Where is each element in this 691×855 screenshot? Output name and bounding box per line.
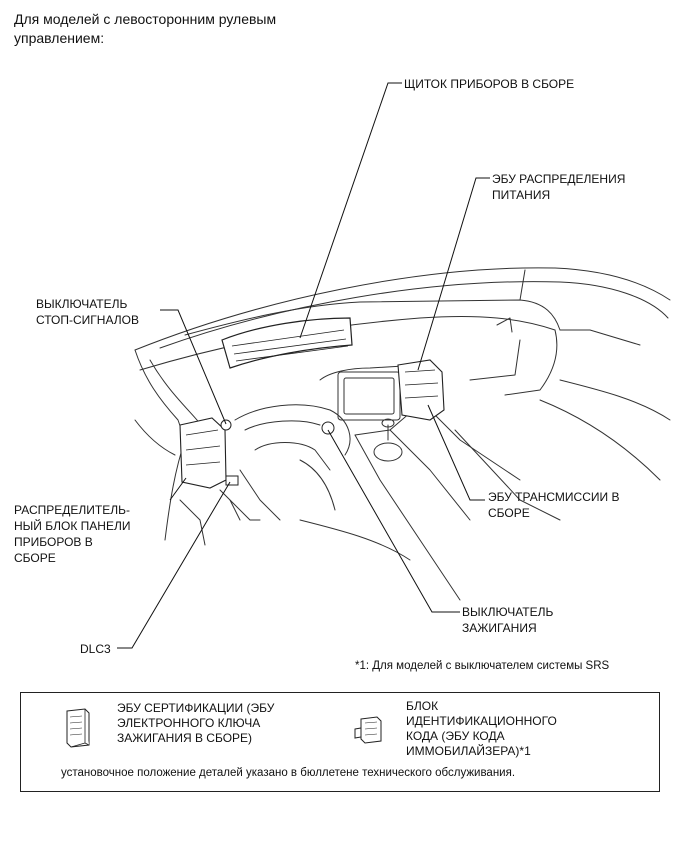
leader-stop-switch [160, 309, 227, 425]
center-display [337, 371, 401, 421]
left-pillar [134, 349, 186, 541]
label-stop-switch: ВЫКЛЮЧАТЕЛЬ СТОП-СИГНАЛОВ [36, 296, 139, 328]
steering-area [234, 404, 351, 456]
legend-immo-line-3: КОДА (ЭБУ КОДА [406, 729, 505, 743]
leader-junction [169, 477, 187, 501]
heading-line-2: управлением: [14, 30, 105, 46]
legend-immo-line-4: ИММОБИЛАЙЗЕРА)*1 [406, 744, 531, 758]
dash-upper [184, 299, 561, 336]
leader-meter [299, 82, 402, 339]
label-transmission-ecu: ЭБУ ТРАНСМИССИИ В СБОРЕ [488, 489, 619, 521]
label-power-ecu-line-2: ПИТАНИЯ [492, 188, 551, 202]
legend-box: ЭБУ СЕРТИФИКАЦИИ (ЭБУ ЭЛЕКТРОННОГО КЛЮЧА… [20, 692, 660, 792]
heading-line-1: Для моделей с левосторонним рулевым [14, 11, 277, 27]
label-power-ecu-line-1: ЭБУ РАСПРЕДЕЛЕНИЯ [492, 172, 626, 186]
label-ignition-switch: ВЫКЛЮЧАТЕЛЬ ЗАЖИГАНИЯ [462, 604, 553, 636]
leader-transmission [427, 404, 485, 501]
label-junction-line-4: СБОРЕ [14, 551, 56, 565]
legend-immo-line-1: БЛОК [406, 699, 439, 713]
label-junction-block: РАСПРЕДЕЛИТЕЛЬ- НЫЙ БЛОК ПАНЕЛИ ПРИБОРОВ… [14, 502, 130, 566]
windshield-line [134, 267, 671, 351]
label-ignition-line-1: ВЫКЛЮЧАТЕЛЬ [462, 605, 554, 619]
combination-meter-shape [221, 317, 353, 369]
label-transmission-line-2: СБОРЕ [488, 506, 530, 520]
windshield-line-2 [159, 281, 669, 349]
label-stop-switch-line-1: ВЫКЛЮЧАТЕЛЬ [36, 297, 128, 311]
legend-cert-ecu-label: ЭБУ СЕРТИФИКАЦИИ (ЭБУ ЭЛЕКТРОННОГО КЛЮЧА… [117, 701, 274, 746]
leader-dlc3 [117, 481, 231, 649]
label-transmission-line-1: ЭБУ ТРАНСМИССИИ В [488, 490, 620, 504]
label-ignition-line-2: ЗАЖИГАНИЯ [462, 621, 537, 635]
ignition-switch-shape [321, 421, 335, 435]
power-ecu-shape [397, 359, 445, 421]
page-heading: Для моделей с левосторонним рулевым упра… [14, 10, 276, 48]
label-stop-switch-line-2: СТОП-СИГНАЛОВ [36, 313, 139, 327]
shift-knob [373, 442, 403, 462]
legend-immobiliser-label: БЛОК ИДЕНТИФИКАЦИОННОГО КОДА (ЭБУ КОДА И… [406, 699, 557, 759]
leader-power-ecu [417, 177, 490, 371]
legend-cert-ecu-line-1: ЭБУ СЕРТИФИКАЦИИ (ЭБУ [117, 701, 275, 715]
legend-cert-ecu-line-2: ЭЛЕКТРОННОГО КЛЮЧА [117, 716, 261, 730]
label-dlc3: DLC3 [80, 642, 111, 656]
legend-immo-line-2: ИДЕНТИФИКАЦИОННОГО [406, 714, 557, 728]
leader-ignition [327, 429, 460, 613]
legend-footer-note: установочное положение деталей указано в… [61, 767, 516, 779]
cert-ecu-icon [66, 708, 90, 748]
immobiliser-ecu-icon [354, 716, 382, 744]
stop-switch-shape [220, 419, 232, 431]
srs-footnote: *1: Для моделей с выключателем системы S… [355, 660, 610, 672]
label-power-ecu: ЭБУ РАСПРЕДЕЛЕНИЯ ПИТАНИЯ [492, 171, 625, 203]
dlc3-shape [225, 475, 239, 486]
label-junction-line-3: ПРИБОРОВ В [14, 535, 93, 549]
legend-cert-ecu-line-3: ЗАЖИГАНИЯ В СБОРЕ) [117, 731, 253, 745]
label-combination-meter: ЩИТОК ПРИБОРОВ В СБОРЕ [404, 77, 575, 91]
junction-block-shape [179, 417, 227, 489]
dash-top-line [139, 316, 556, 371]
dash-right [504, 329, 558, 396]
label-junction-line-2: НЫЙ БЛОК ПАНЕЛИ [14, 519, 131, 533]
label-junction-line-1: РАСПРЕДЕЛИТЕЛЬ- [14, 503, 130, 517]
